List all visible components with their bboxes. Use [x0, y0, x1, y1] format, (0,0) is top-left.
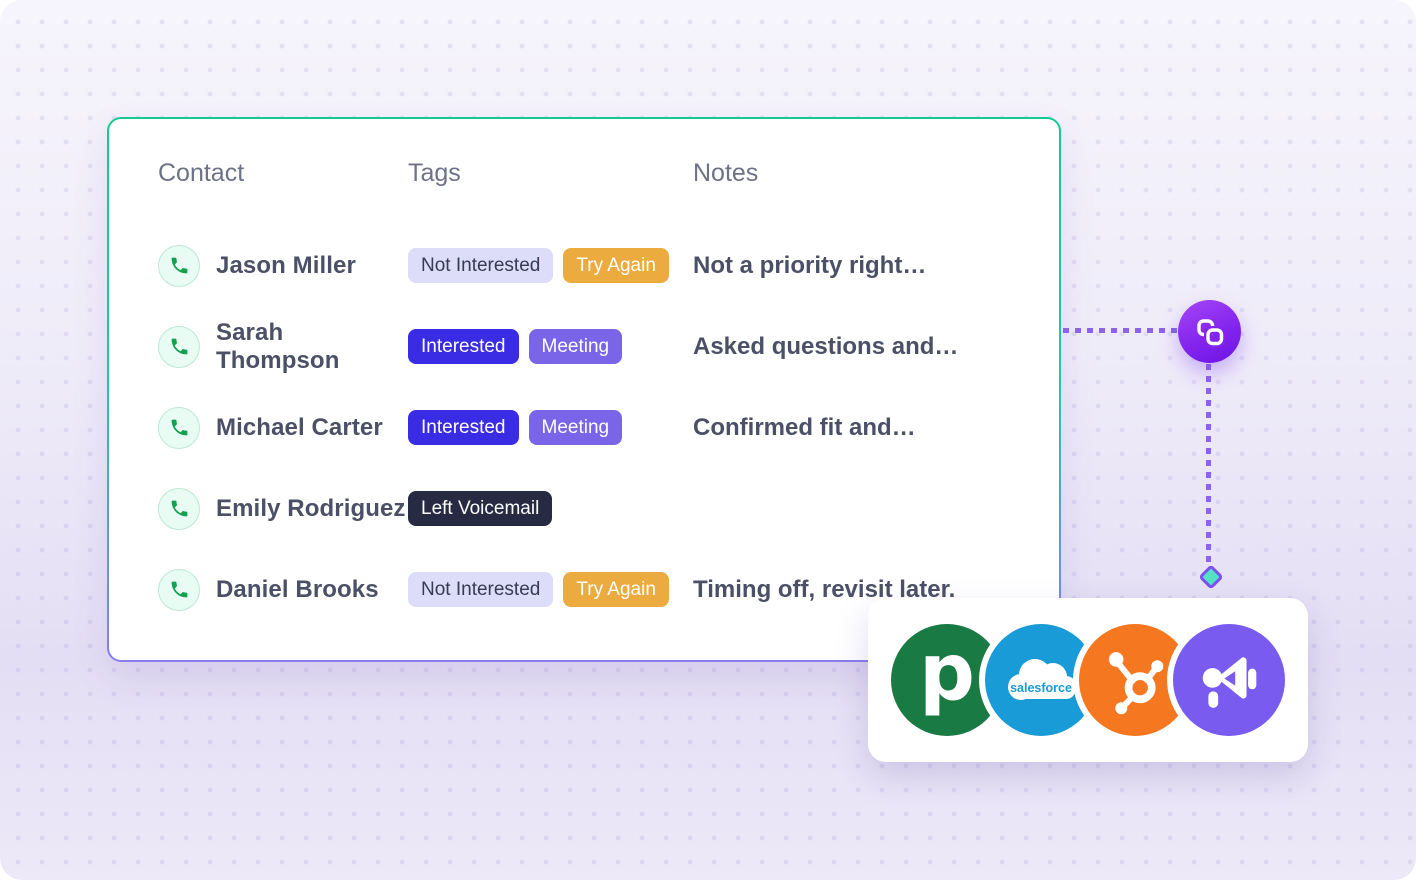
note-text: Not a priority right…: [693, 251, 927, 279]
contact-cell: Michael Carter: [109, 406, 408, 449]
dotted-connector-vertical: [1206, 364, 1211, 564]
dotted-connector-horizontal: [1063, 328, 1180, 333]
tag-badge: Left Voicemail: [408, 491, 553, 526]
diamond-marker: [1198, 564, 1224, 590]
salesforce-wordmark: salesforce: [1010, 681, 1072, 695]
tag-badge: Try Again: [563, 572, 669, 607]
note-text: Asked questions and…: [693, 332, 959, 360]
hubspot-logo: [1079, 624, 1191, 736]
tag-badge: Meeting: [528, 410, 623, 445]
column-header-contact: Contact: [158, 159, 245, 187]
pipedrive-p-glyph: p: [919, 628, 975, 718]
contact-cell: Emily Rodriguez: [109, 487, 408, 530]
link-node: [1178, 300, 1241, 363]
integrations-card: p salesforce: [868, 598, 1308, 762]
phone-icon: [158, 325, 200, 368]
tag-list: Not Interested Try Again: [408, 248, 693, 283]
tag-list: Interested Meeting: [408, 410, 693, 445]
phone-icon: [158, 568, 200, 611]
salesforce-logo: salesforce: [985, 624, 1097, 736]
tag-badge: Interested: [408, 329, 519, 364]
contact-name: Emily Rodriguez: [216, 494, 406, 522]
tag-list: Left Voicemail: [408, 491, 693, 526]
contact-cell: Jason Miller: [109, 244, 408, 287]
tag-badge: Meeting: [528, 329, 623, 364]
tag-badge: Not Interested: [408, 572, 554, 607]
pipedrive-logo: p: [891, 624, 1003, 736]
tag-list: Not Interested Try Again: [408, 572, 693, 607]
phone-icon: [158, 487, 200, 530]
contact-name: Michael Carter: [216, 413, 383, 441]
table-row: Michael Carter Interested Meeting Confirm…: [109, 387, 1059, 468]
phone-icon: [158, 244, 200, 287]
contact-name: Jason Miller: [216, 251, 356, 279]
table-row: Emily Rodriguez Left Voicemail: [109, 468, 1059, 549]
contact-name: Sarah Thompson: [216, 318, 340, 374]
table-row: Jason Miller Not Interested Try Again Not…: [109, 225, 1059, 306]
note-text: Confirmed fit and…: [693, 413, 916, 441]
link-icon: [1196, 318, 1225, 347]
tag-badge: Interested: [408, 410, 519, 445]
contact-table-card: Contact Tags Notes Jason Miller Not Inte…: [107, 117, 1061, 662]
phone-icon: [158, 406, 200, 449]
megaphone-logo: [1173, 624, 1285, 736]
tag-badge: Not Interested: [408, 248, 554, 283]
column-header-tags: Tags: [408, 159, 461, 187]
table-header: Contact Tags Notes: [109, 159, 1059, 188]
tag-badge: Try Again: [563, 248, 669, 283]
table-row: Sarah Thompson Interested Meeting Asked q…: [109, 306, 1059, 387]
contact-name: Daniel Brooks: [216, 575, 379, 603]
column-header-notes: Notes: [693, 159, 759, 187]
contact-cell: Sarah Thompson: [109, 319, 408, 375]
contact-cell: Daniel Brooks: [109, 568, 408, 611]
tag-list: Interested Meeting: [408, 329, 693, 364]
